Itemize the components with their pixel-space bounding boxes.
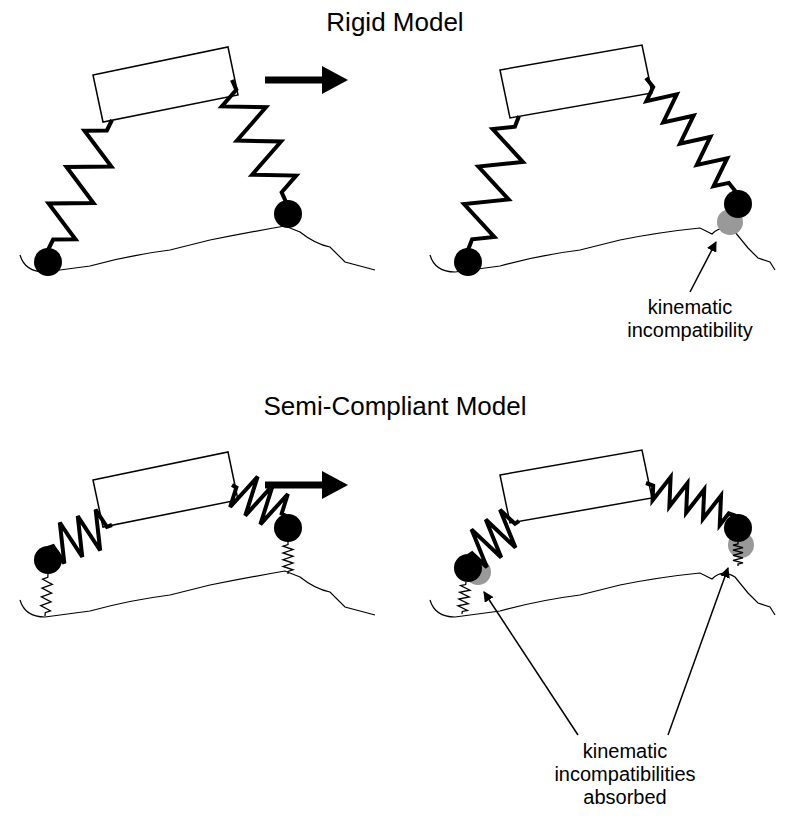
transition-arrow [322, 471, 348, 499]
leader-arrow [690, 242, 716, 292]
foot-spring [41, 574, 53, 616]
foot [724, 514, 752, 542]
panel-title: Semi-Compliant Model [205, 392, 585, 422]
foot-spring [283, 542, 293, 574]
leader-arrow [484, 592, 578, 735]
foot [274, 200, 302, 228]
leg [48, 120, 112, 250]
leg [646, 78, 736, 192]
terrain [20, 226, 375, 272]
foot [454, 248, 482, 276]
leg [646, 477, 736, 525]
robot-body [93, 452, 238, 527]
foot [454, 554, 482, 582]
foot [724, 190, 752, 218]
robot-body [500, 450, 652, 523]
foot [274, 514, 302, 542]
foot-spring [733, 542, 743, 566]
leg [464, 116, 523, 250]
foot [34, 248, 62, 276]
transition-arrow [265, 77, 325, 84]
panel-title: Rigid Model [235, 8, 555, 38]
robot-body [93, 47, 238, 122]
leader-arrow [668, 568, 728, 735]
transition-arrow [322, 66, 348, 94]
foot-spring [458, 582, 470, 614]
foot [34, 546, 62, 574]
terrain [20, 571, 375, 617]
annotation: kinematic incompatibilities absorbed [525, 740, 725, 809]
annotation: kinematic incompatibility [595, 296, 785, 342]
leg [222, 80, 296, 202]
robot-body [500, 45, 652, 118]
terrain [430, 228, 775, 272]
